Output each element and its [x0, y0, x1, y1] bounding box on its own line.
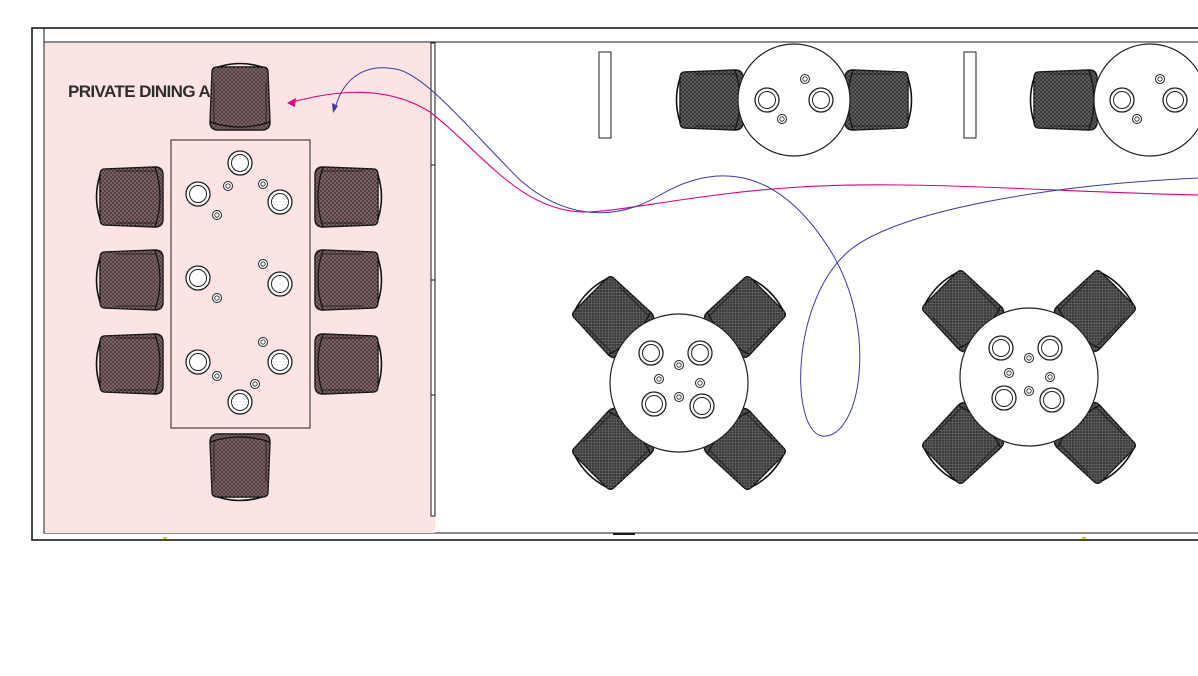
chair-top — [209, 62, 271, 131]
chair-right-3 — [314, 333, 383, 395]
round-table-top-2 — [1029, 43, 1198, 157]
chair-bottom — [209, 433, 271, 502]
chair-left-3 — [95, 333, 164, 395]
wall-marks — [163, 533, 1086, 539]
chair-right-1 — [314, 166, 383, 228]
pink-arrowhead — [287, 98, 296, 107]
chair-left-2 — [95, 249, 164, 311]
wall-post — [598, 51, 612, 139]
blue-flow-line — [334, 67, 1198, 437]
round-table-large-2 — [916, 264, 1142, 490]
blue-arrowhead — [332, 103, 338, 113]
pink-flow-line — [291, 91, 1198, 213]
wall-post — [963, 51, 977, 139]
flow-curves — [287, 67, 1198, 437]
zone-label: PRIVATE DINING AREA — [68, 82, 245, 101]
round-table-top-1 — [675, 43, 913, 157]
top-row — [598, 43, 1198, 157]
round-table-large-1 — [566, 270, 792, 496]
private-dining-table-group — [95, 62, 383, 502]
chair-left-1 — [95, 166, 164, 228]
chair-right-2 — [314, 249, 383, 311]
